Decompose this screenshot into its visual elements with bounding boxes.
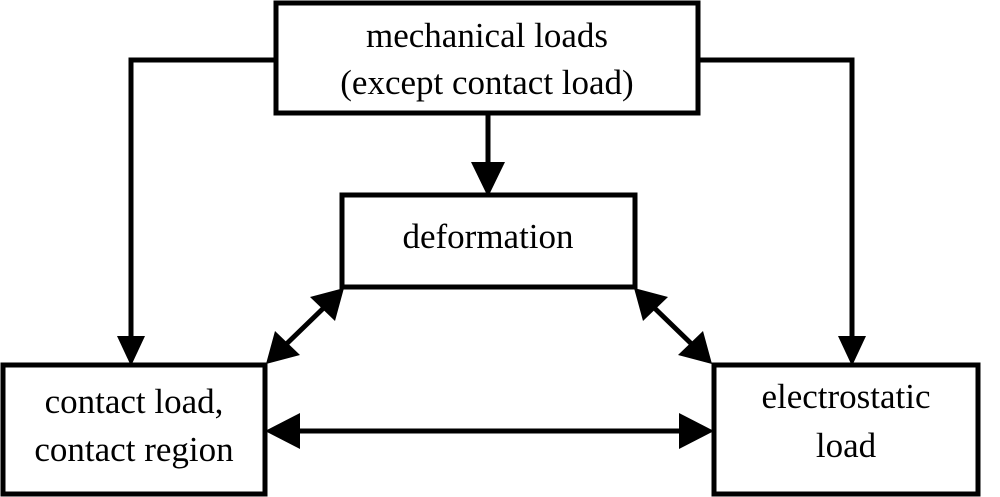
- edge-deformation-contact: [266, 288, 344, 364]
- node-electrostatic-load-label-line2: load: [816, 426, 877, 465]
- edge-deformation-electrostatic-arrowhead-upper: [634, 288, 668, 321]
- edge-contact-electrostatic-arrowhead-left: [265, 413, 300, 449]
- edge-mechanical-to-contact: [117, 57, 276, 366]
- node-mechanical-loads-label-line2: (except contact load): [340, 63, 633, 102]
- node-mechanical-loads-box[interactable]: [273, 0, 701, 116]
- edge-mechanical-to-contact-line: [128, 57, 276, 352]
- edge-mechanical-to-electrostatic-arrowhead: [838, 336, 866, 366]
- edge-contact-electrostatic: [265, 413, 714, 449]
- edge-contact-electrostatic-arrowhead-right: [679, 413, 714, 449]
- edge-mechanical-to-electrostatic: [698, 57, 866, 366]
- node-deformation-box[interactable]: [339, 192, 638, 290]
- node-electrostatic-load[interactable]: electrostatic load: [711, 362, 981, 497]
- edge-mechanical-to-deformation: [471, 113, 505, 197]
- node-contact-load-region-label-line2: contact region: [34, 430, 233, 469]
- node-contact-load-region-box[interactable]: [0, 362, 268, 497]
- node-deformation[interactable]: deformation: [339, 192, 638, 290]
- node-contact-load-region[interactable]: contact load, contact region: [0, 362, 268, 497]
- edge-deformation-electrostatic-arrowhead-lower: [678, 331, 712, 364]
- edge-deformation-contact-arrowhead-lower: [266, 331, 300, 364]
- node-electrostatic-load-box[interactable]: [711, 362, 981, 497]
- edge-mechanical-to-contact-arrowhead: [117, 336, 145, 366]
- node-deformation-label: deformation: [402, 217, 573, 256]
- edge-mechanical-to-deformation-arrowhead: [471, 162, 505, 197]
- edge-deformation-electrostatic: [634, 288, 712, 364]
- node-contact-load-region-label-line1: contact load,: [45, 382, 224, 421]
- edge-deformation-contact-arrowhead-upper: [310, 288, 344, 321]
- edge-mechanical-to-electrostatic-line: [698, 57, 855, 352]
- node-mechanical-loads[interactable]: mechanical loads (except contact load): [273, 0, 701, 116]
- node-mechanical-loads-label-line1: mechanical loads: [366, 16, 608, 55]
- node-electrostatic-load-label-line1: electrostatic: [761, 377, 930, 416]
